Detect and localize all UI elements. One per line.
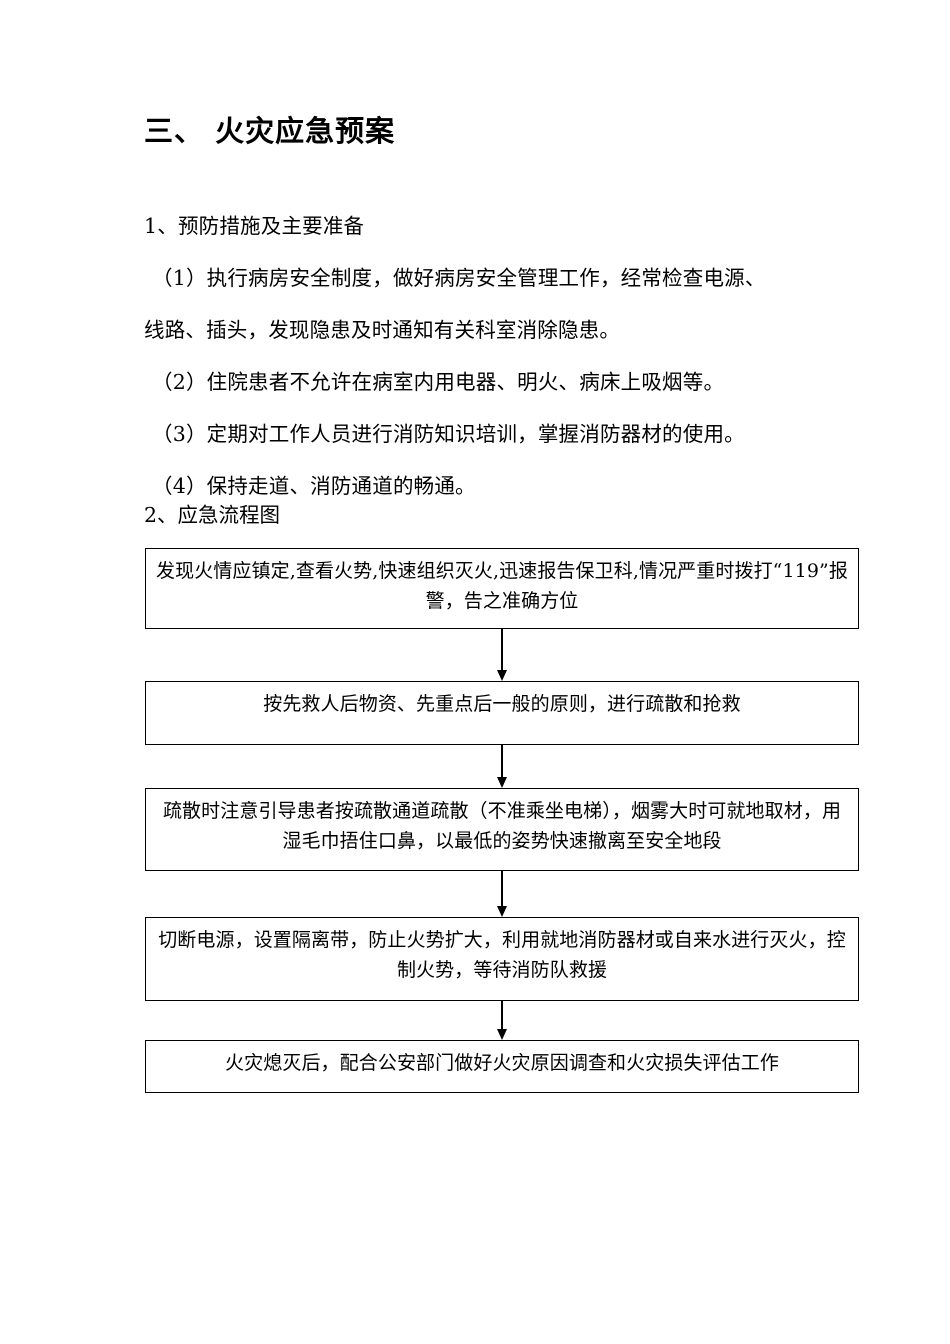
- flow-arrow-step2-step3: [497, 745, 507, 788]
- flow-arrow-step4-step5: [497, 1001, 507, 1040]
- flow-node-step2: 按先救人后物资、先重点后一般的原则，进行疏散和抢救: [145, 681, 859, 745]
- flow-node-step4-text: 切断电源，设置隔离带，防止火势扩大，利用就地消防器材或自来水进行灭火，控制火势，…: [158, 929, 846, 981]
- flow-arrow-step3-step4: [497, 871, 507, 917]
- prevention-item-3: （3）定期对工作人员进行消防知识培训，掌握消防器材的使用。: [152, 422, 745, 446]
- arrow-down-icon: [497, 906, 507, 917]
- arrow-line: [501, 1001, 503, 1029]
- page-title: 三、 火灾应急预案: [144, 114, 396, 149]
- flow-arrow-step1-step2: [497, 629, 507, 681]
- arrow-down-icon: [497, 777, 507, 788]
- prevention-item-1-cont: 线路、插头，发现隐患及时通知有关科室消除隐患。: [144, 318, 621, 342]
- flow-node-step3-text: 疏散时注意引导患者按疏散通道疏散（不准乘坐电梯），烟雾大时可就地取材，用湿毛巾捂…: [162, 800, 842, 852]
- prevention-heading: 1、预防措施及主要准备: [144, 214, 365, 238]
- flowchart-heading: 2、应急流程图: [144, 503, 281, 527]
- prevention-section: 1、预防措施及主要准备 （1）执行病房安全制度，做好病房安全管理工作，经常检查电…: [144, 200, 864, 512]
- arrow-line: [501, 629, 503, 670]
- flow-node-step4: 切断电源，设置隔离带，防止火势扩大，利用就地消防器材或自来水进行灭火，控制火势，…: [145, 917, 859, 1001]
- arrow-line: [501, 745, 503, 777]
- arrow-down-icon: [497, 1029, 507, 1040]
- flow-node-step2-text: 按先救人后物资、先重点后一般的原则，进行疏散和抢救: [263, 693, 741, 715]
- flow-node-step5: 火灾熄灭后，配合公安部门做好火灾原因调查和火灾损失评估工作: [145, 1040, 859, 1093]
- prevention-item-1: （1）执行病房安全制度，做好病房安全管理工作，经常检查电源、: [152, 266, 766, 290]
- flow-node-step1: 发现火情应镇定,查看火势,快速组织灭火,迅速报告保卫科,情况严重时拨打“119”…: [145, 548, 859, 629]
- prevention-item-4: （4）保持走道、消防通道的畅通。: [152, 474, 476, 498]
- prevention-item-2: （2）住院患者不允许在病室内用电器、明火、病床上吸烟等。: [152, 370, 725, 394]
- flow-node-step3: 疏散时注意引导患者按疏散通道疏散（不准乘坐电梯），烟雾大时可就地取材，用湿毛巾捂…: [145, 788, 859, 871]
- flow-node-step5-text: 火灾熄灭后，配合公安部门做好火灾原因调查和火灾损失评估工作: [225, 1052, 779, 1074]
- arrow-down-icon: [497, 670, 507, 681]
- flow-node-step1-text: 发现火情应镇定,查看火势,快速组织灭火,迅速报告保卫科,情况严重时拨打“119”…: [156, 560, 848, 612]
- arrow-line: [501, 871, 503, 906]
